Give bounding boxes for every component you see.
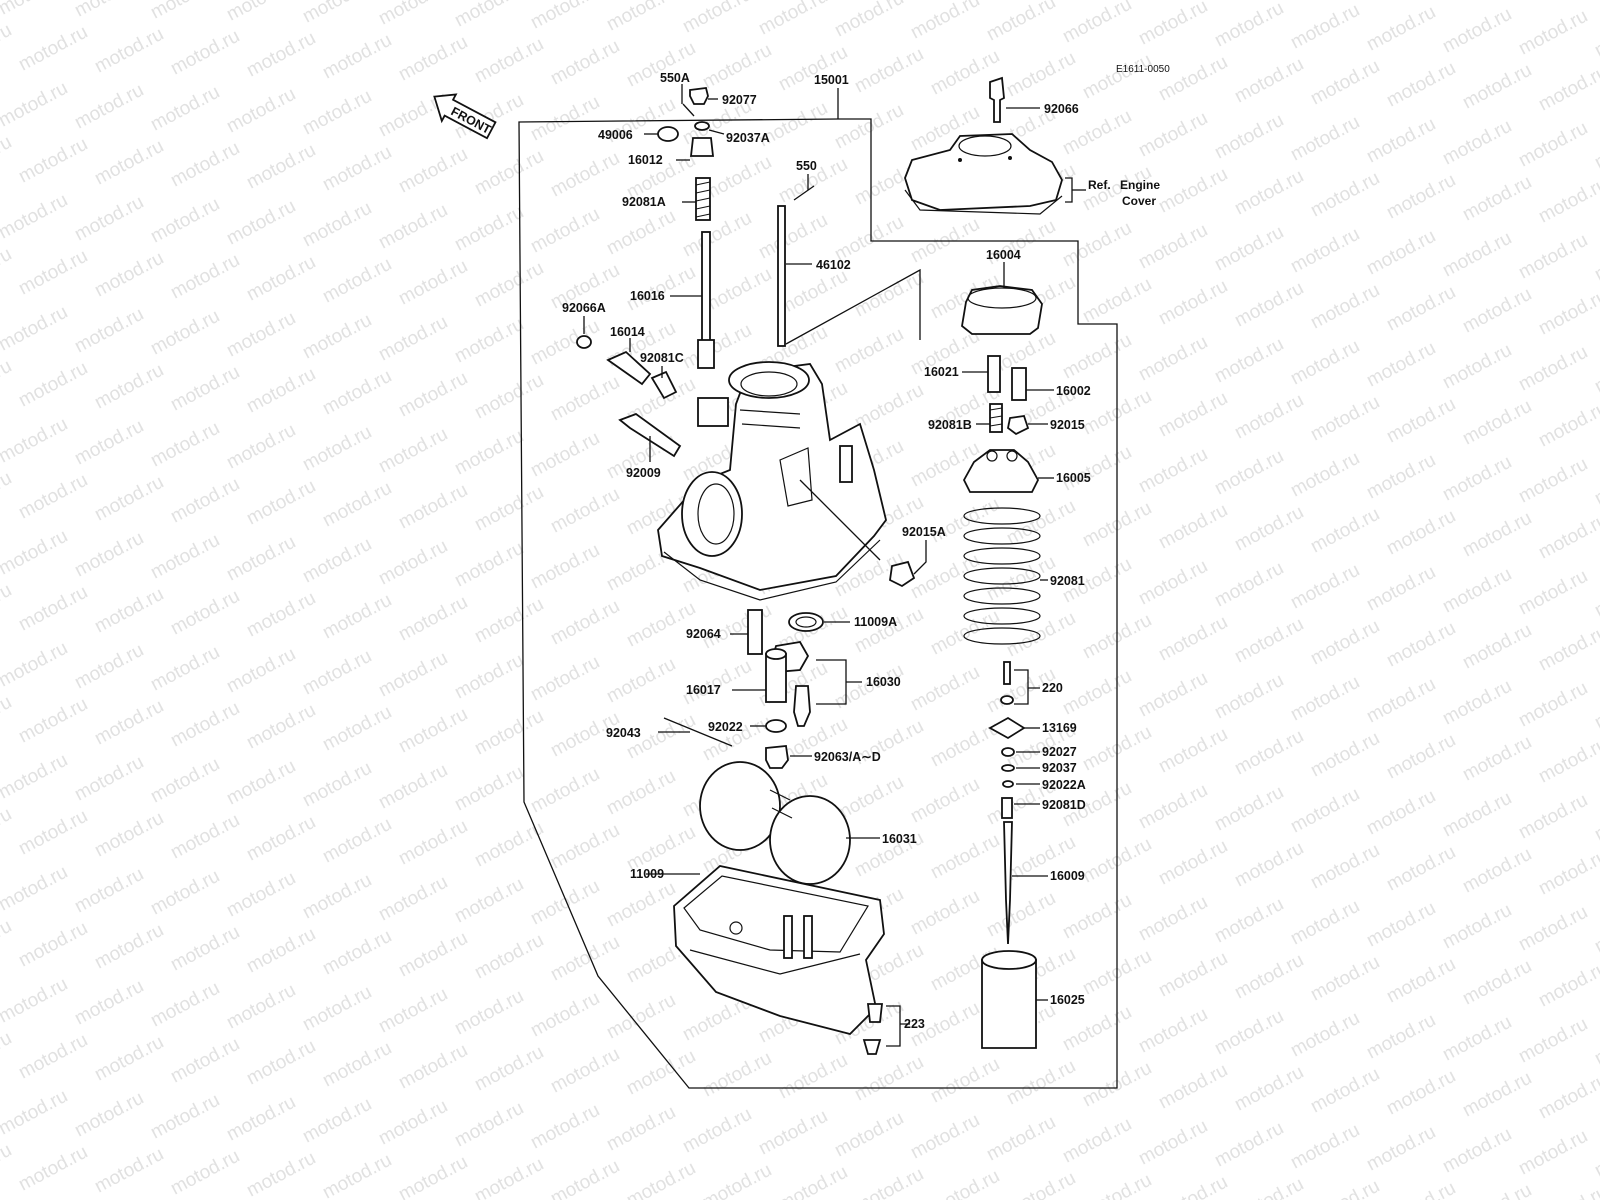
part-16002 xyxy=(1011,367,1054,401)
part-16031 xyxy=(699,761,880,885)
part-220 xyxy=(1000,661,1040,705)
part-92015 xyxy=(1007,415,1048,436)
part-92077 xyxy=(689,87,718,105)
ref-engine-cover-line2: Engine xyxy=(1120,178,1160,192)
label-92066: 92066 xyxy=(1044,102,1079,116)
part-16021 xyxy=(962,355,1001,393)
label-92081B: 92081B xyxy=(928,418,972,432)
label-92015A: 92015A xyxy=(902,525,946,539)
label-223: 223 xyxy=(904,1017,925,1031)
part-16014 xyxy=(606,338,652,386)
label-16021: 16021 xyxy=(924,365,959,379)
part-92081 xyxy=(963,507,1048,645)
part-92066 xyxy=(989,76,1040,123)
label-92063: 92063/A∼D xyxy=(814,750,881,764)
label-46102: 46102 xyxy=(816,258,851,272)
label-11009A: 11009A xyxy=(854,615,897,629)
part-92081B xyxy=(976,403,1003,433)
part-550 xyxy=(793,174,815,201)
label-16025: 16025 xyxy=(1050,993,1085,1007)
label-550: 550 xyxy=(796,159,817,173)
label-92081C: 92081C xyxy=(640,351,684,365)
part-92063 xyxy=(765,745,812,769)
label-16002: 16002 xyxy=(1056,384,1091,398)
label-92015: 92015 xyxy=(1050,418,1085,432)
ref-engine-cover-line3: Cover xyxy=(1122,194,1156,208)
label-92037A: 92037A xyxy=(726,131,770,145)
part-92043 xyxy=(658,717,733,747)
label-16004: 16004 xyxy=(986,248,1021,262)
label-92066A: 92066A xyxy=(562,301,606,315)
label-16017: 16017 xyxy=(686,683,721,697)
label-92081: 92081 xyxy=(1050,574,1085,588)
label-16016: 16016 xyxy=(630,289,665,303)
part-550A xyxy=(682,103,695,117)
part-16017 xyxy=(732,648,787,703)
part-92027 xyxy=(1001,747,1040,757)
part-92081A xyxy=(682,177,711,221)
label-550A: 550A xyxy=(660,71,690,85)
engine-cover xyxy=(904,133,1063,215)
part-16016 xyxy=(670,231,715,369)
label-16005: 16005 xyxy=(1056,471,1091,485)
label-92077: 92077 xyxy=(722,93,757,107)
part-92037 xyxy=(1001,764,1040,772)
label-16014: 16014 xyxy=(610,325,645,339)
label-13169: 13169 xyxy=(1042,721,1077,735)
label-16030: 16030 xyxy=(866,675,901,689)
part-92037A xyxy=(694,121,725,135)
part-92015A xyxy=(889,540,927,588)
label-92081A: 92081A xyxy=(622,195,666,209)
label-11009: 11009 xyxy=(630,867,664,881)
label-15001: 15001 xyxy=(814,73,849,87)
part-92081C xyxy=(650,366,678,400)
label-16031: 16031 xyxy=(882,832,917,846)
label-92022: 92022 xyxy=(708,720,743,734)
part-92022A xyxy=(1002,780,1040,788)
label-92081D: 92081D xyxy=(1042,798,1086,812)
carburetor-body xyxy=(657,361,887,601)
part-223 xyxy=(862,1003,910,1055)
ref-engine-cover-line1: Ref. xyxy=(1088,178,1111,192)
part-46102 xyxy=(777,205,812,347)
part-92081D xyxy=(1001,797,1040,819)
part-16009 xyxy=(1003,821,1048,945)
float-bowl xyxy=(673,865,885,1035)
label-92027: 92027 xyxy=(1042,745,1077,759)
part-11009A xyxy=(788,612,850,632)
part-92064 xyxy=(730,609,763,655)
part-92022 xyxy=(750,719,787,733)
part-92066A xyxy=(576,316,592,349)
label-92009: 92009 xyxy=(626,466,661,480)
drawing-code: E1611-0050 xyxy=(1116,64,1170,75)
part-13169 xyxy=(988,716,1040,740)
part-16005 xyxy=(962,449,1054,493)
label-16012: 16012 xyxy=(628,153,663,167)
label-220: 220 xyxy=(1042,681,1063,695)
label-92064: 92064 xyxy=(686,627,721,641)
part-16025 xyxy=(981,950,1048,1049)
label-49006: 49006 xyxy=(598,128,633,142)
label-92043: 92043 xyxy=(606,726,641,740)
front-arrow: FRONT xyxy=(433,93,497,140)
label-16009: 16009 xyxy=(1050,869,1085,883)
label-92037: 92037 xyxy=(1042,761,1077,775)
part-92009 xyxy=(618,412,682,462)
assembly-outline xyxy=(518,118,1118,1089)
label-92022A: 92022A xyxy=(1042,778,1086,792)
part-49006 xyxy=(644,126,679,142)
part-16012 xyxy=(676,137,715,161)
part-16004 xyxy=(961,262,1043,335)
